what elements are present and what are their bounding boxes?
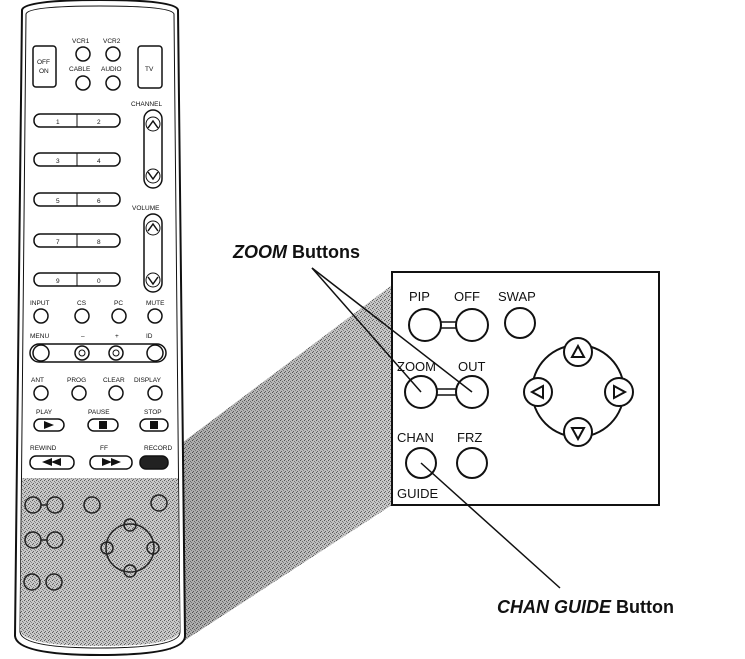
pip-off-button[interactable]	[455, 308, 489, 342]
chan-guide-callout: CHAN GUIDE Button	[497, 597, 674, 617]
zoom-label: ZOOM	[397, 359, 436, 374]
right-button[interactable]	[604, 377, 634, 407]
right-arrow-icon	[613, 384, 628, 400]
up-arrow-icon	[570, 343, 586, 358]
swap-button[interactable]	[504, 307, 536, 339]
channel-label: CHANNEL	[131, 101, 162, 108]
id-label: ID	[146, 333, 153, 340]
tv-button[interactable]	[137, 45, 163, 89]
digit-0: 0	[97, 278, 101, 285]
play-label: PLAY	[36, 409, 53, 416]
cs-label: CS	[77, 300, 87, 307]
id-button[interactable]	[146, 344, 164, 362]
rewind-icon	[42, 458, 61, 466]
ant-button[interactable]	[33, 385, 49, 401]
down-arrow-icon	[570, 427, 586, 442]
stop-icon	[150, 421, 158, 429]
vcr2-button[interactable]	[105, 46, 121, 62]
digit-1: 1	[56, 119, 60, 126]
digit-2: 2	[97, 119, 101, 126]
cable-button[interactable]	[75, 75, 91, 91]
volume-label: VOLUME	[132, 205, 160, 212]
input-button[interactable]	[33, 308, 49, 324]
pip-label: PIP	[409, 289, 430, 304]
zoom-buttons-callout: ZOOM Buttons	[232, 242, 360, 262]
plus-button[interactable]	[108, 345, 124, 361]
digit-5: 5	[56, 198, 60, 205]
out-label: OUT	[458, 359, 486, 374]
volume-down-icon	[147, 276, 159, 286]
volume-up-icon	[147, 222, 159, 232]
tv-label: TV	[145, 66, 154, 73]
number-pad: 1 2 3 4 5 6 7 8 9 0	[33, 113, 121, 287]
input-label: INPUT	[30, 300, 50, 307]
digit-3: 3	[56, 158, 60, 165]
menu-label: MENU	[30, 333, 49, 340]
channel-up-icon	[147, 119, 159, 129]
record-label: RECORD	[144, 445, 172, 452]
mute-label: MUTE	[146, 300, 165, 307]
record-button[interactable]	[139, 455, 169, 470]
digit-6: 6	[97, 198, 101, 205]
swap-label: SWAP	[498, 289, 536, 304]
frz-button[interactable]	[456, 447, 488, 479]
clear-label: CLEAR	[103, 377, 125, 384]
on-label: ON	[39, 68, 49, 75]
pip-button[interactable]	[408, 308, 442, 342]
frz-label: FRZ	[457, 430, 482, 445]
mute-button[interactable]	[147, 308, 163, 324]
remote-control: OFF ON VCR1 VCR2 CABLE AUDIO TV CHANNEL …	[13, 0, 187, 657]
audio-label: AUDIO	[101, 66, 122, 73]
ff-icon	[102, 458, 121, 466]
audio-button[interactable]	[105, 75, 121, 91]
digit-8: 8	[97, 239, 101, 246]
stop-label: STOP	[144, 409, 162, 416]
play-icon	[44, 421, 54, 429]
cs-button[interactable]	[74, 308, 90, 324]
left-arrow-icon	[529, 384, 544, 400]
down-button[interactable]	[563, 417, 593, 447]
vcr2-label: VCR2	[103, 38, 121, 45]
pause-label: PAUSE	[88, 409, 110, 416]
chan-label: CHAN	[397, 430, 434, 445]
up-button[interactable]	[563, 337, 593, 367]
off-on-button[interactable]	[32, 45, 57, 88]
ff-label: FF	[100, 445, 108, 452]
cable-label: CABLE	[69, 66, 91, 73]
digit-9: 9	[56, 278, 60, 285]
vcr1-label: VCR1	[72, 38, 90, 45]
menu-rocker[interactable]	[29, 343, 167, 363]
off-label: OFF	[37, 59, 50, 66]
display-label: DISPLAY	[134, 377, 162, 384]
menu-button[interactable]	[32, 344, 50, 362]
digit-4: 4	[97, 158, 101, 165]
plus-label: +	[115, 333, 119, 340]
ant-label: ANT	[31, 377, 44, 384]
vcr1-button[interactable]	[75, 46, 91, 62]
zoom-fan	[170, 285, 392, 650]
pc-button[interactable]	[111, 308, 127, 324]
pc-label: PC	[114, 300, 123, 307]
minus-label: –	[81, 333, 85, 340]
prog-label: PROG	[67, 377, 86, 384]
clear-button[interactable]	[108, 385, 124, 401]
left-button[interactable]	[523, 377, 553, 407]
guide-label: GUIDE	[397, 486, 439, 501]
inset-panel: PIP OFF SWAP ZOOM OUT CHAN FRZ GUIDE	[391, 271, 660, 506]
display-button[interactable]	[147, 385, 163, 401]
lower-panel-buttons	[23, 494, 168, 591]
pause-icon	[99, 421, 107, 429]
prog-button[interactable]	[71, 385, 87, 401]
remote-lower-panel	[20, 478, 180, 646]
rewind-label: REWIND	[30, 445, 57, 452]
channel-down-icon	[147, 171, 159, 181]
digit-7: 7	[56, 239, 60, 246]
minus-button[interactable]	[74, 345, 90, 361]
off-label-inset: OFF	[454, 289, 480, 304]
callout-leaders	[311, 267, 561, 589]
